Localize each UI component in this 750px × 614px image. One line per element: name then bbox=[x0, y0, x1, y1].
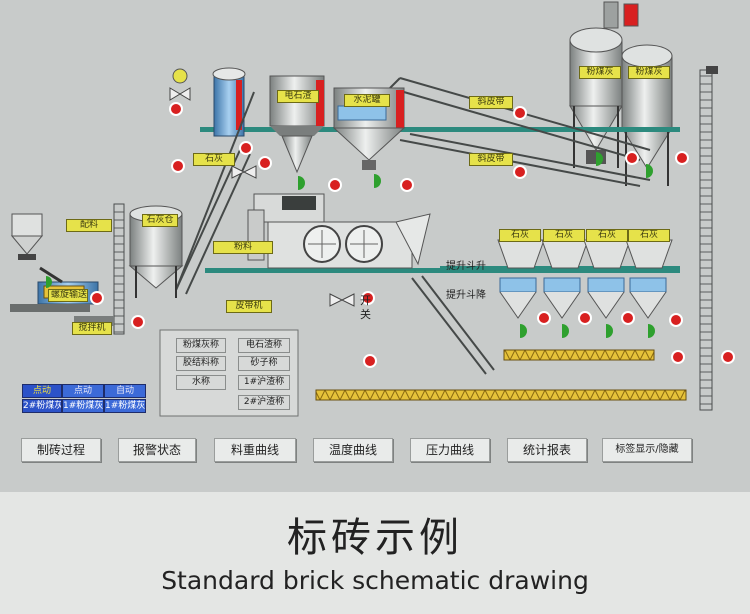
inclined-elevator bbox=[411, 277, 487, 375]
label-hopper-4: 石灰 bbox=[628, 229, 670, 242]
nav-temperature-curve-button[interactable]: 温度曲线 bbox=[313, 438, 393, 462]
scale-cell[interactable]: 电石渣称 bbox=[238, 338, 290, 353]
silo-top-filter bbox=[603, 1, 619, 29]
valve-close-label: 关 bbox=[360, 308, 371, 321]
scale-cell[interactable]: 胶结料称 bbox=[176, 356, 226, 371]
left-bucket-elevator bbox=[113, 203, 125, 335]
label-hopper-1: 石灰 bbox=[499, 229, 541, 242]
scale-cell[interactable]: 1#沪渣称 bbox=[238, 375, 290, 390]
label-hopper-2: 石灰 bbox=[543, 229, 585, 242]
scale-cell[interactable]: 粉煤灰称 bbox=[176, 338, 226, 353]
lime-tank bbox=[212, 67, 246, 137]
scale-cell[interactable]: 水称 bbox=[176, 375, 226, 390]
right-bucket-elevator bbox=[699, 69, 713, 411]
mode-cell[interactable]: 点动 bbox=[22, 384, 62, 398]
pug-mill-mixer bbox=[247, 193, 413, 269]
nav-pressure-curve-button[interactable]: 压力曲线 bbox=[410, 438, 490, 462]
label-left: 配料 bbox=[66, 219, 112, 232]
caption-chinese: 标砖示例 bbox=[287, 515, 463, 561]
alarm-lamps[interactable] bbox=[90, 102, 735, 368]
caption-english: Standard brick schematic drawing bbox=[161, 566, 589, 595]
toggle-labels-button[interactable]: 标签显示/隐藏 bbox=[602, 438, 692, 462]
discharge-chute bbox=[395, 213, 431, 266]
label-lime-tank: 石灰 bbox=[193, 153, 235, 166]
nav-process-button[interactable]: 制砖过程 bbox=[21, 438, 101, 462]
scale-cell[interactable]: 砂子称 bbox=[238, 356, 290, 371]
alarm-indicator[interactable] bbox=[623, 3, 639, 27]
batching-belt-short bbox=[503, 349, 655, 361]
label-screw: 螺旋输送 bbox=[48, 289, 88, 302]
mode-cell[interactable]: 1#粉煤灰 bbox=[62, 399, 104, 413]
label-cement-silo: 石灰仓 bbox=[142, 214, 178, 227]
elevator-down-label: 提升斗降 bbox=[446, 290, 486, 301]
label-belt-3: 皮带机 bbox=[226, 300, 272, 313]
motor-indicators[interactable] bbox=[46, 152, 655, 338]
batching-hoppers bbox=[497, 239, 673, 319]
upper-platform-beam bbox=[200, 127, 680, 132]
inclined-conveyor-top bbox=[389, 77, 651, 187]
label-mixer-tank: 电石渣 bbox=[277, 90, 319, 103]
label-fly-ash-hopper: 水泥罐 bbox=[344, 94, 390, 107]
elevator-up-label: 提升斗升 bbox=[446, 261, 486, 272]
left-inclined-belt bbox=[175, 91, 255, 295]
label-silo-b: 粉煤灰 bbox=[628, 66, 670, 79]
label-hopper-3: 石灰 bbox=[586, 229, 628, 242]
mode-cell[interactable]: 1#粉煤灰 bbox=[104, 399, 146, 413]
left-feed-tank bbox=[10, 213, 44, 260]
valve-open-label: 开 bbox=[360, 294, 371, 307]
mode-cell[interactable]: 点动 bbox=[62, 384, 104, 398]
label-crusher: 搅拌机 bbox=[72, 322, 112, 335]
mode-cell[interactable]: 2#粉煤灰 bbox=[22, 399, 62, 413]
nav-report-button[interactable]: 统计报表 bbox=[507, 438, 587, 462]
label-belt-2: 斜皮带 bbox=[469, 153, 513, 166]
nav-weight-curve-button[interactable]: 料重曲线 bbox=[214, 438, 296, 462]
mode-cell[interactable]: 自动 bbox=[104, 384, 146, 398]
label-belt-1: 斜皮带 bbox=[469, 96, 513, 109]
valve-icons[interactable] bbox=[169, 68, 355, 307]
nav-alarm-button[interactable]: 报警状态 bbox=[118, 438, 196, 462]
batching-belt-long bbox=[315, 389, 687, 401]
scada-screen: 粉煤灰 粉煤灰 电石渣 水泥罐 斜皮带 斜皮带 石灰 粉料 配料 石灰仓 螺旋输… bbox=[0, 0, 750, 492]
label-mid: 粉料 bbox=[213, 241, 273, 254]
label-silo-a: 粉煤灰 bbox=[579, 66, 621, 79]
scale-cell[interactable]: 2#沪渣称 bbox=[238, 395, 290, 410]
